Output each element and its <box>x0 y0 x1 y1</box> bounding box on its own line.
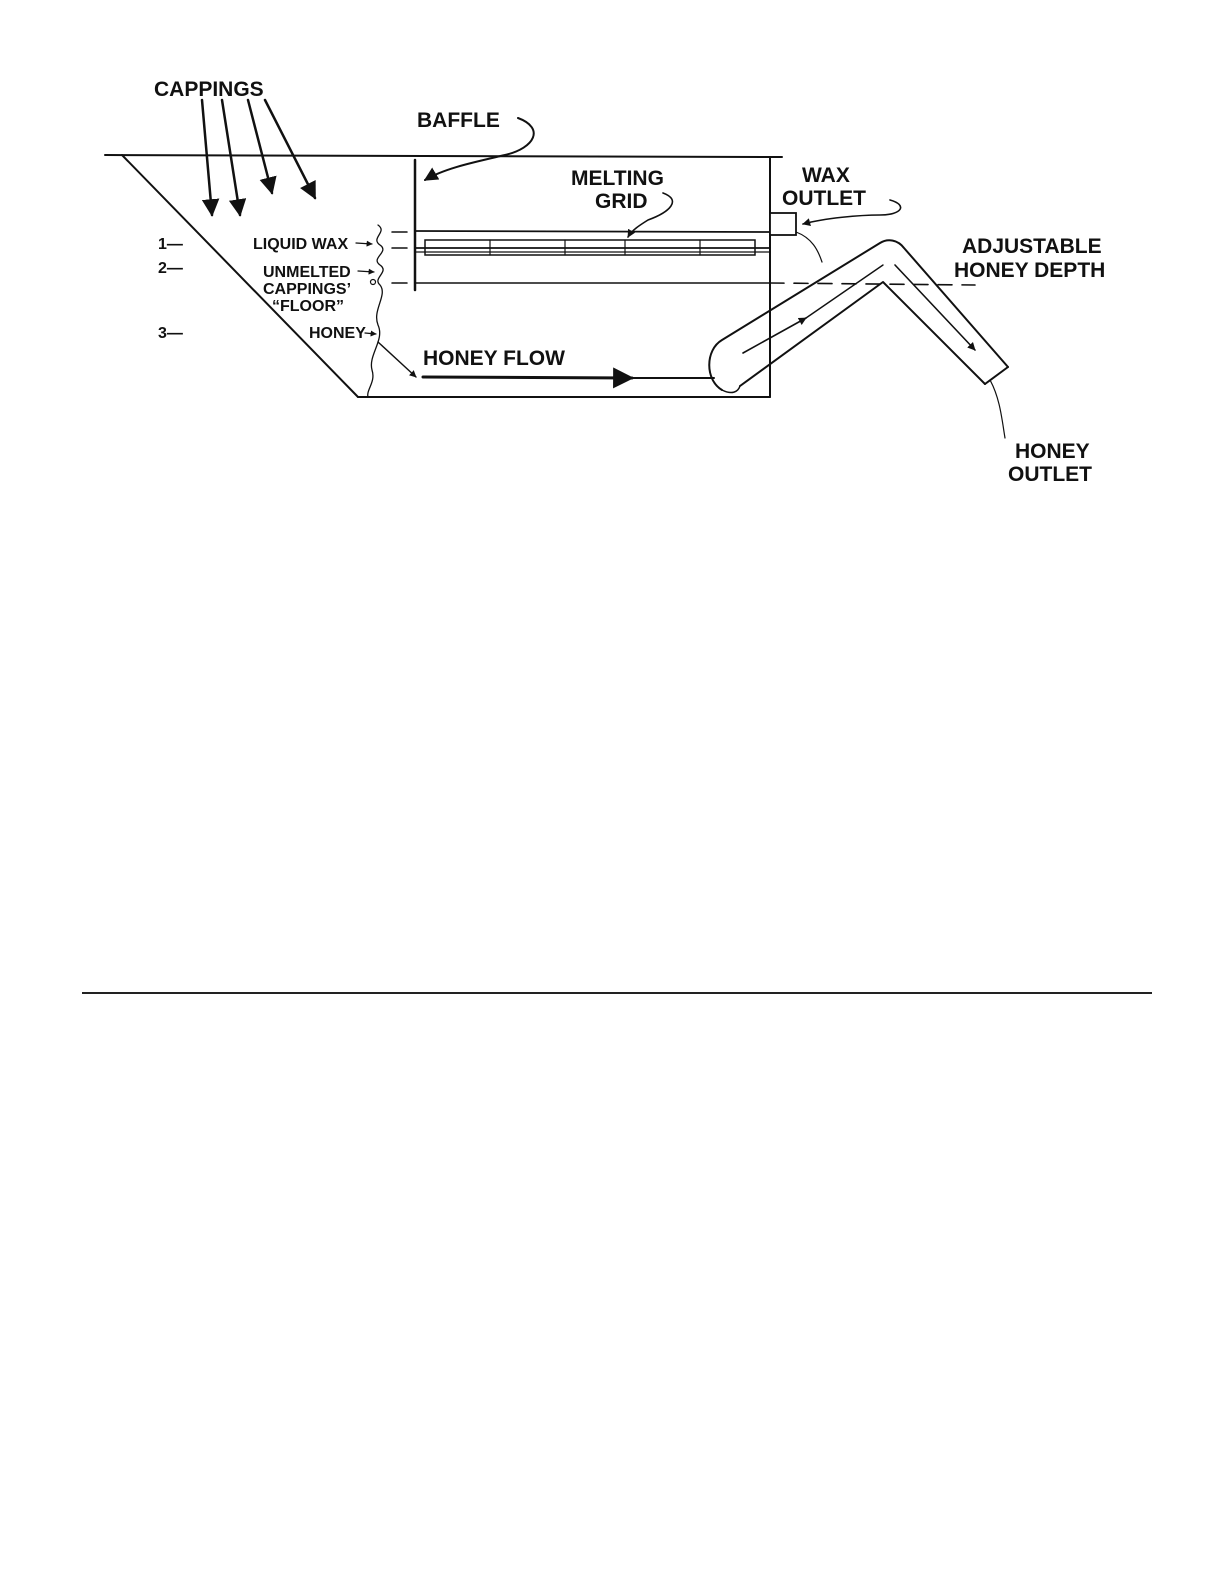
label-liquid-wax: LIQUID WAX <box>253 236 348 253</box>
honey-pointer <box>365 333 376 334</box>
label-honey-flow: HONEY FLOW <box>423 347 565 370</box>
horizontal-rule <box>82 992 1152 994</box>
pipe-up-arrow <box>743 318 806 353</box>
label-floor: “FLOOR” <box>272 298 344 315</box>
level-marker-3: 3— <box>158 325 183 342</box>
level-marker-1: 1— <box>158 236 183 253</box>
honey-layer-arrow <box>378 342 416 377</box>
label-outlet: OUTLET <box>782 187 866 210</box>
label-wax: WAX <box>802 164 850 187</box>
label-cappings-apos: CAPPINGS’ <box>263 281 351 298</box>
label-melting: MELTING <box>571 167 664 190</box>
melting-grid <box>415 231 770 283</box>
label-unmelted: UNMELTED <box>263 264 351 281</box>
liquid-wax-pointer <box>356 243 372 244</box>
layer-dashes <box>392 232 407 283</box>
floor-marker <box>371 280 376 285</box>
wax-outlet-spout <box>770 213 822 262</box>
capping-melter-diagram: CAPPINGS BAFFLE MELTING GRID WAX OUTLET … <box>0 0 1225 500</box>
label-honey-depth: HONEY DEPTH <box>954 259 1105 282</box>
label-honey-layer: HONEY <box>309 325 366 342</box>
label-baffle: BAFFLE <box>417 109 500 132</box>
label-honey-outlet-2: OUTLET <box>1008 463 1092 486</box>
label-honey-outlet-1: HONEY <box>1015 440 1090 463</box>
label-cappings: CAPPINGS <box>154 78 264 101</box>
label-adjustable: ADJUSTABLE <box>962 235 1102 258</box>
layer-boundary-wavy <box>368 225 383 397</box>
label-grid: GRID <box>595 190 648 213</box>
unmelted-pointer <box>358 271 374 272</box>
cappings-arrows <box>202 100 315 215</box>
honey-depth-dashed-line <box>770 283 975 285</box>
honey-flow-arrow <box>423 377 632 378</box>
level-marker-2: 2— <box>158 260 183 277</box>
